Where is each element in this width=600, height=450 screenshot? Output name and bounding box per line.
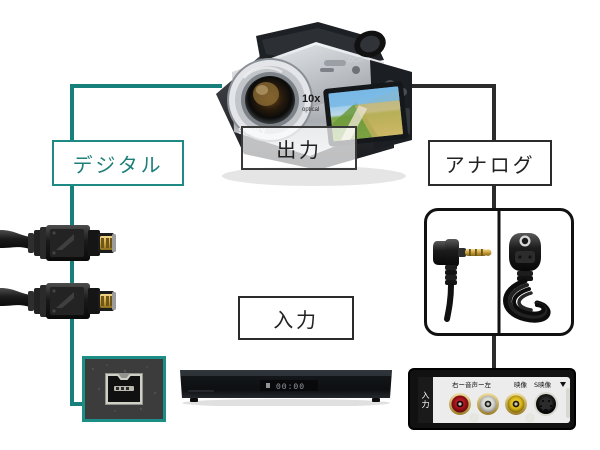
dvd-recorder-device: 00:00 [176, 364, 396, 407]
svg-text:DCR: DCR [348, 57, 363, 64]
usb-type-b-port [82, 356, 166, 422]
av-cables-illustration [433, 211, 551, 333]
label-input: 入力 [238, 296, 354, 340]
label-output-text: 出力 [276, 139, 322, 162]
svg-text:optical: optical [302, 107, 319, 113]
label-analog: アナログ [428, 140, 552, 186]
svg-text:10x: 10x [302, 93, 321, 105]
label-output: 出力 [241, 126, 357, 170]
firewire-cable-bottom [0, 272, 130, 333]
firewire-cable-top-illustration [0, 225, 116, 261]
firewire-cable-top [0, 214, 130, 275]
input-panel-vertical-label: 入力 [418, 377, 433, 423]
svg-text:S映像: S映像 [534, 380, 552, 389]
usb-port-illustration [85, 359, 163, 419]
recorder-illustration: 00:00 [180, 370, 392, 407]
analog-av-cable-box [424, 208, 574, 336]
svg-text:00:00: 00:00 [276, 383, 305, 392]
label-input-text: 入力 [273, 309, 319, 332]
firewire-cable-bottom-illustration [0, 283, 116, 319]
label-analog-text: アナログ [444, 154, 536, 177]
digital-line-top-horizontal [72, 84, 222, 88]
label-digital: デジタル [52, 140, 184, 186]
input-panel-jacks: 右ー音声ー左 映像 S映像 [449, 380, 570, 423]
recorder-input-panel: 入力 [408, 368, 576, 430]
label-digital-text: デジタル [72, 154, 164, 177]
svg-text:映像: 映像 [514, 380, 528, 389]
analog-line-top-horizontal [408, 84, 496, 88]
svg-text:右ー音声ー左: 右ー音声ー左 [452, 380, 492, 389]
